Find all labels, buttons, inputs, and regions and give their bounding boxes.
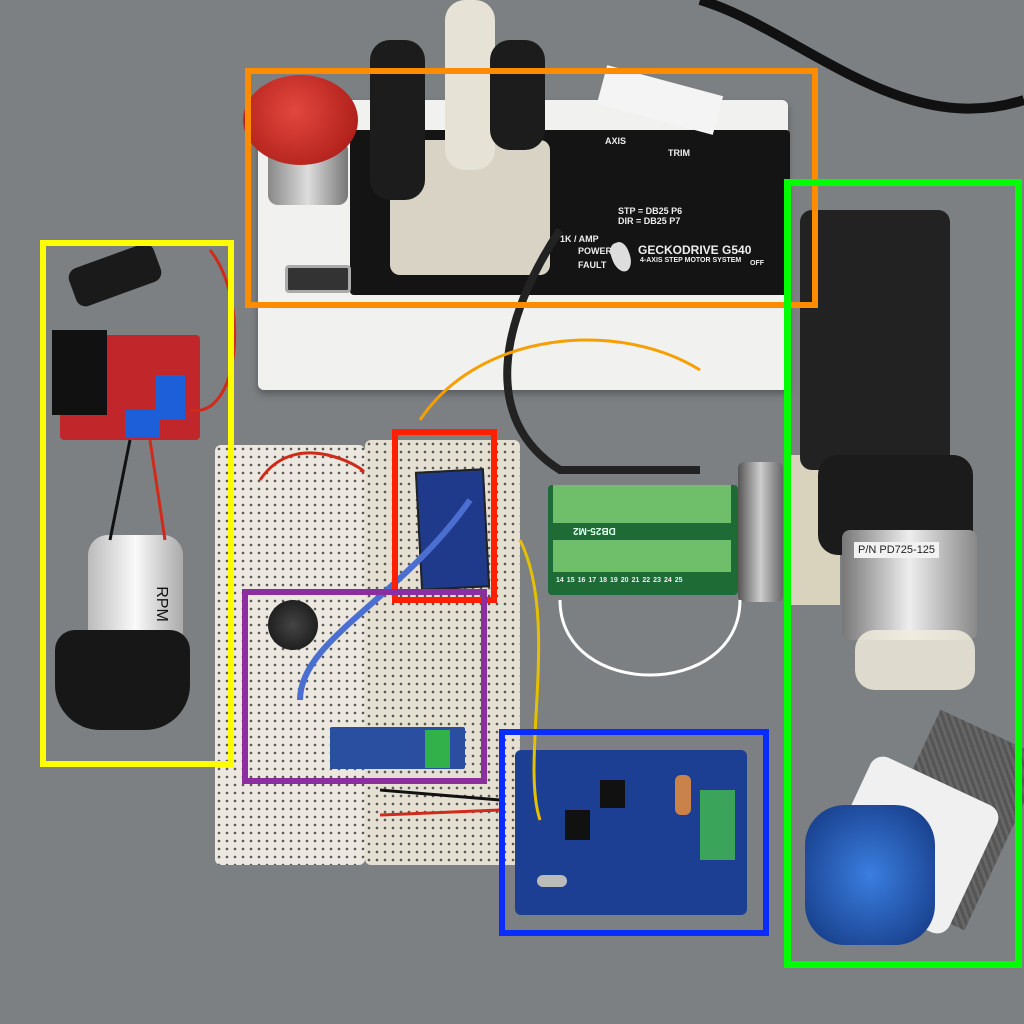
annotation-box-blue	[499, 729, 769, 936]
trim-label: TRIM	[668, 148, 690, 158]
pin-label: 19	[609, 577, 618, 584]
pin-label: 21	[631, 577, 640, 584]
controller-pcb	[515, 750, 747, 915]
cable-holder-right	[490, 40, 545, 150]
pin-labels: 14 15 16 17 18 19 20 21 22 23 24 25	[556, 577, 683, 584]
resistor	[675, 775, 691, 815]
pin-label: 22	[642, 577, 651, 584]
screw-terminal	[155, 375, 185, 420]
pin-label: 14	[556, 577, 564, 584]
emergency-stop-button[interactable]	[243, 75, 358, 165]
ribbon-cable	[445, 0, 495, 170]
pin-label: 15	[566, 577, 575, 584]
pump-silver-body: P/N PD725-125	[842, 530, 977, 640]
breadboard-left	[215, 445, 365, 865]
power-label: POWER	[578, 246, 613, 256]
green-terminal	[700, 790, 735, 860]
brand-label: GECKODRIVE G540	[638, 243, 752, 257]
potentiometer-knob[interactable]	[268, 600, 318, 650]
annotation-box-orange	[245, 68, 818, 308]
annotation-box-yellow	[40, 240, 234, 767]
screw-terminal	[125, 410, 160, 438]
stepper-motor	[800, 210, 950, 470]
ic-chip	[565, 810, 590, 840]
pin-label: 16	[577, 577, 586, 584]
subtitle-label: 4-AXIS STEP MOTOR SYSTEM	[640, 257, 742, 264]
terminal-block-top	[553, 485, 731, 523]
pin-label: 17	[588, 577, 597, 584]
pin-label: 25	[674, 577, 683, 584]
heatsink	[52, 330, 107, 415]
annotation-box-purple	[242, 589, 487, 784]
ic-chip	[600, 780, 625, 808]
fault-label: FAULT	[578, 260, 607, 270]
tube-fittings	[855, 630, 975, 690]
dir-label: DIR = DB25 P7	[618, 216, 681, 226]
db25-terminal-board: DB25-M2 14 15 16 17 18 19 20 21 22 23 24…	[548, 485, 738, 595]
dc-pump-head	[55, 630, 190, 730]
axis-label: AXIS	[605, 136, 627, 146]
crystal	[537, 875, 567, 887]
annotation-box-green	[784, 179, 1022, 968]
cable-holder-left	[370, 40, 425, 200]
part-number-label: P/N PD725-125	[854, 542, 940, 558]
terminal-block-bottom	[553, 540, 731, 572]
pin-label: 18	[599, 577, 607, 584]
db25-male-connector	[738, 462, 783, 602]
amp-label: 1K / AMP	[560, 234, 599, 244]
switch-off-label: OFF	[750, 260, 764, 267]
pin-label: 20	[620, 577, 629, 584]
pin-label: 24	[663, 577, 672, 584]
annotation-box-red	[392, 429, 497, 603]
pin-label: 23	[653, 577, 661, 584]
stp-label: STP = DB25 P6	[618, 206, 683, 216]
green-terminal	[425, 730, 450, 768]
db9-port	[285, 265, 351, 293]
peristaltic-pump-head	[805, 805, 935, 945]
